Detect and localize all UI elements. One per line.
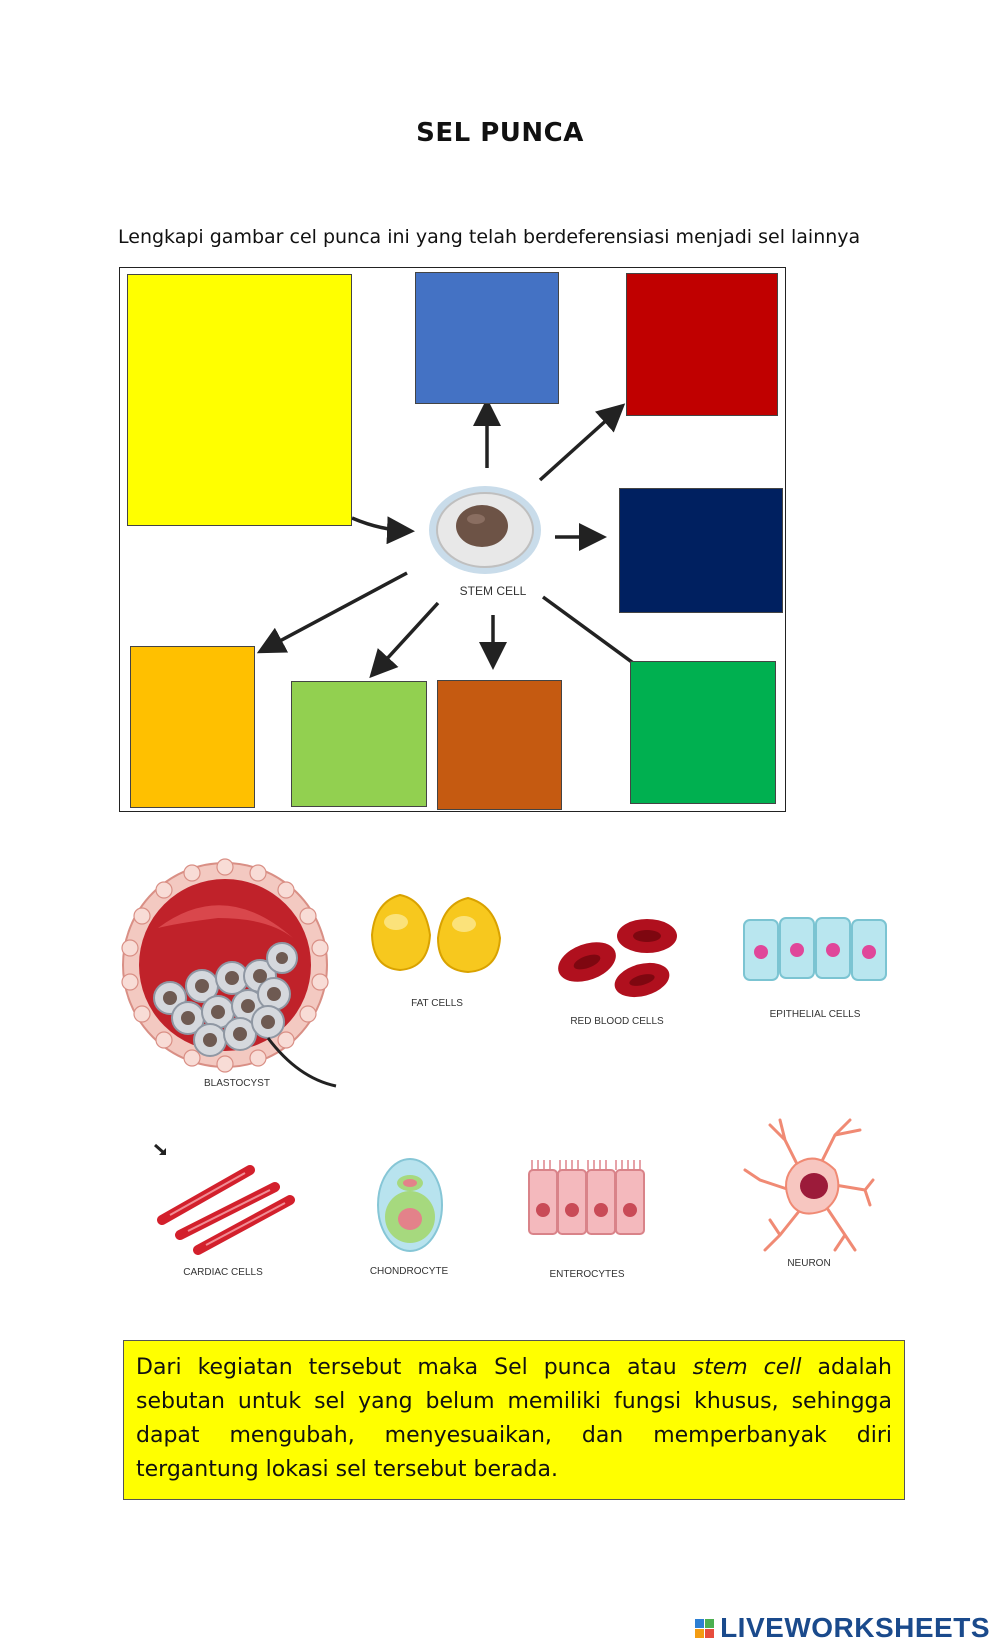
- fat-cells-label: FAT CELLS: [357, 998, 517, 1009]
- drop-box-brown[interactable]: [437, 680, 562, 810]
- liveworksheets-logo-icon: [695, 1619, 714, 1638]
- arrow-down-left-2: [374, 603, 438, 673]
- drop-box-navy[interactable]: [619, 488, 783, 613]
- cardiac-cells-label: CARDIAC CELLS: [143, 1267, 303, 1278]
- drop-box-red[interactable]: [626, 273, 778, 416]
- neuron-icon[interactable]: [740, 1110, 875, 1260]
- conclusion-text-part1: Dari kegiatan tersebut maka Sel punca at…: [136, 1355, 693, 1380]
- conclusion-emphasis: stem cell: [693, 1355, 802, 1380]
- brand-logo: LIVEWORKSHEETS: [695, 1612, 990, 1644]
- drop-box-green[interactable]: [630, 661, 776, 804]
- drop-box-light-green[interactable]: [291, 681, 427, 807]
- cardiac-cells-icon[interactable]: [150, 1135, 295, 1255]
- red-blood-cells-icon[interactable]: [557, 912, 682, 1002]
- stem-cell-icon: [429, 486, 541, 574]
- epithelial-cells-label: EPITHELIAL CELLS: [735, 1009, 895, 1020]
- chondrocyte-icon[interactable]: [375, 1155, 445, 1255]
- chondrocyte-label: CHONDROCYTE: [329, 1266, 489, 1277]
- drop-box-orange[interactable]: [130, 646, 255, 808]
- epithelial-cells-icon[interactable]: [742, 915, 890, 985]
- drop-box-yellow[interactable]: [127, 274, 352, 526]
- fat-cells-icon[interactable]: [370, 890, 505, 975]
- red-blood-cells-label: RED BLOOD CELLS: [537, 1016, 697, 1027]
- conclusion-box: Dari kegiatan tersebut maka Sel punca at…: [123, 1340, 905, 1500]
- blastocyst-icon[interactable]: [118, 858, 338, 1093]
- brand-name: LIVEWORKSHEETS: [720, 1612, 990, 1644]
- enterocytes-icon[interactable]: [528, 1158, 646, 1238]
- arrow-down-left: [263, 573, 407, 650]
- blastocyst-label: BLASTOCYST: [157, 1078, 317, 1089]
- enterocytes-label: ENTEROCYTES: [507, 1269, 667, 1280]
- arrow-left-curve: [352, 518, 408, 531]
- neuron-label: NEURON: [729, 1258, 889, 1269]
- drop-box-blue[interactable]: [415, 272, 559, 404]
- arrow-up-right: [540, 408, 620, 480]
- stem-cell-label: STEM CELL: [413, 584, 573, 598]
